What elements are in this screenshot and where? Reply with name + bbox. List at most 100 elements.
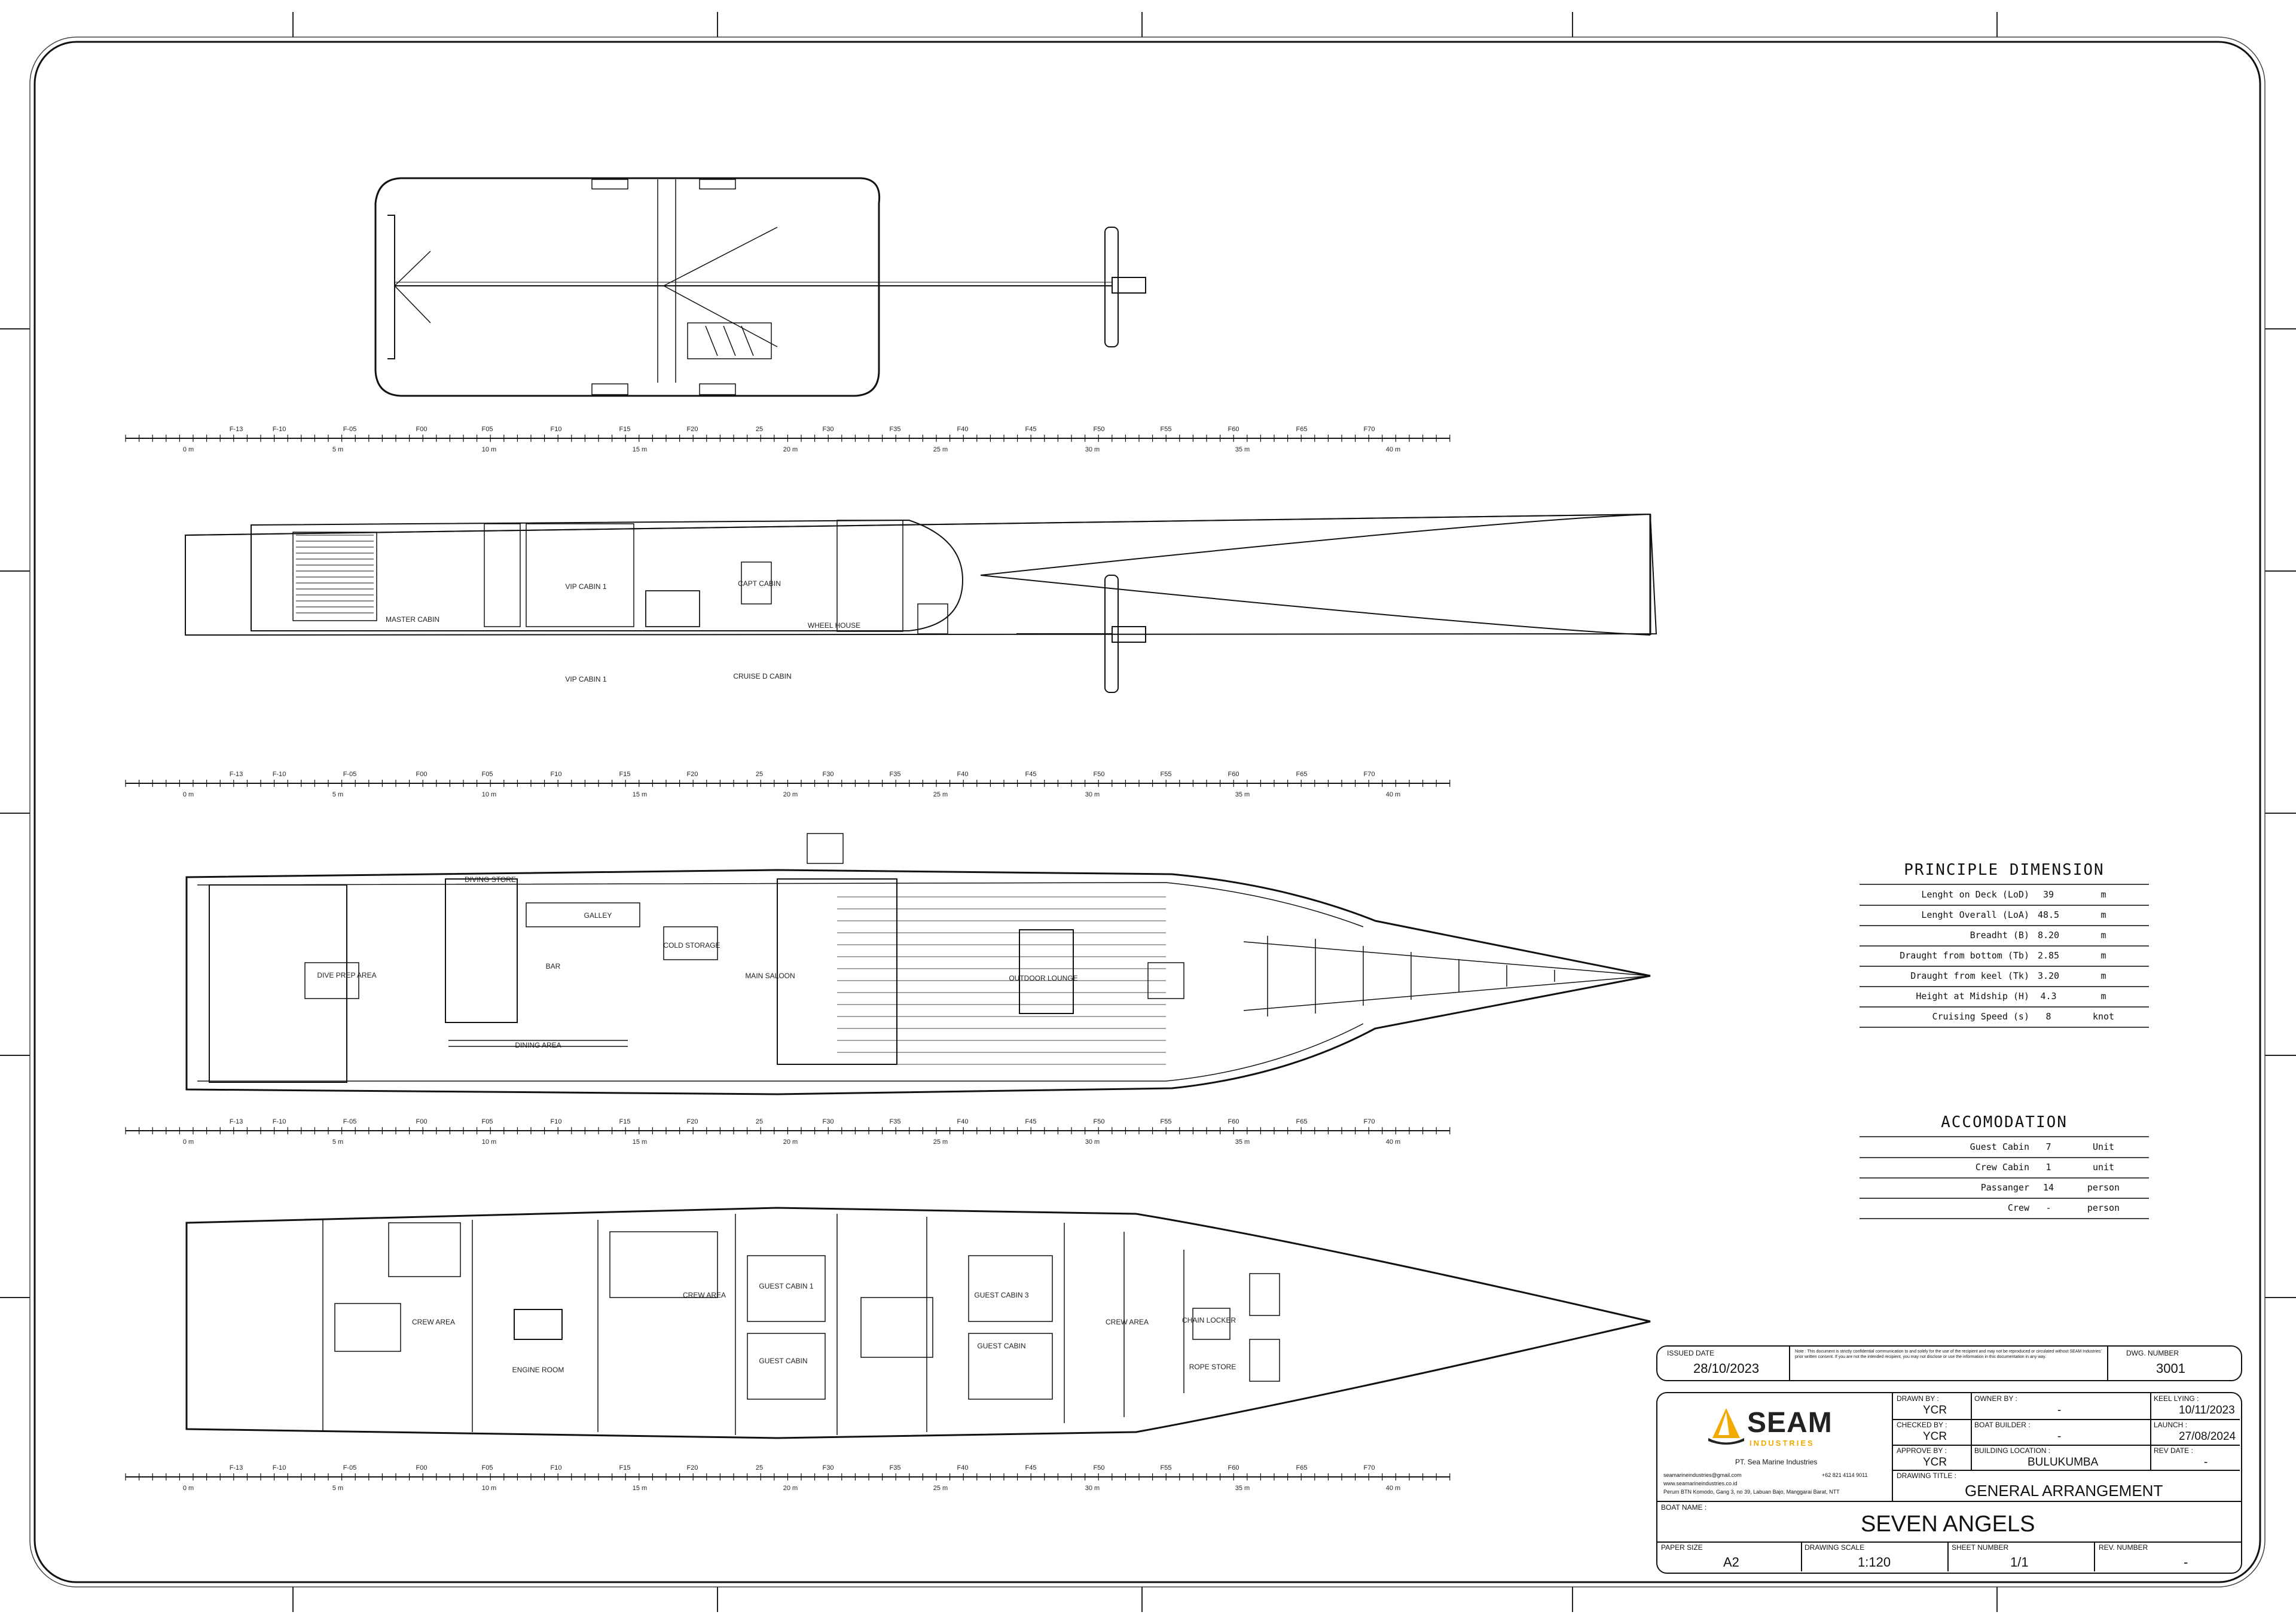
logo-text: SEAM	[1747, 1407, 1833, 1439]
frame-label: F65	[1296, 771, 1308, 778]
frame-label: F50	[1094, 1118, 1105, 1125]
frame-label: F30	[823, 1464, 834, 1472]
meter-label: 25 m	[933, 1138, 948, 1146]
dimension-value: 48.5	[2037, 909, 2060, 920]
room-engine-room: ENGINE ROOM	[512, 1366, 564, 1374]
accomodation-label: Passanger	[1980, 1182, 2029, 1193]
frame-label: F70	[1364, 771, 1375, 778]
launch-value: 27/08/2024	[2179, 1430, 2236, 1443]
frame-label: F15	[619, 771, 631, 778]
dimension-label: Lenght Overall (LoA)	[1921, 909, 2029, 920]
frame-label: F10	[551, 1464, 562, 1472]
drawing-scale-value: 1:120	[1858, 1555, 1891, 1570]
meter-label: 0 m	[183, 791, 194, 798]
accomodation-unit: unit	[2092, 1162, 2115, 1173]
rev-number-label: REV. NUMBER	[2099, 1543, 2148, 1552]
room-rope-store: ROPE STORE	[1189, 1363, 1236, 1371]
building-location-value: BULUKUMBA	[2028, 1456, 2099, 1469]
keel-lying-label: KEEL LYING :	[2154, 1394, 2199, 1403]
frame-label: F20	[687, 1118, 698, 1125]
meter-label: 10 m	[482, 1138, 496, 1146]
accomodation-unit: person	[2087, 1202, 2120, 1213]
frame-label: F-05	[343, 771, 357, 778]
meter-label: 35 m	[1235, 791, 1250, 798]
meter-label: 10 m	[482, 791, 496, 798]
main-title-box: SEAM INDUSTRIES PT. Sea Marine Industrie…	[1656, 1392, 2242, 1574]
room-outdoor-lounge: OUTDOOR LOUNGE	[1009, 974, 1077, 982]
meter-label: 5 m	[332, 1485, 343, 1492]
principle-dimension-title: PRINCIPLE DIMENSION	[1904, 861, 2105, 879]
keel-lying-value: 10/11/2023	[2179, 1404, 2235, 1417]
dimension-value: 8	[2045, 1011, 2051, 1022]
company-address: Perum BTN Komodo, Gang 3, no 39, Labuan …	[1663, 1489, 1840, 1495]
meter-label: 30 m	[1085, 1138, 1100, 1146]
room-crew-area-fwd: CREW AREA	[1106, 1318, 1149, 1326]
frame-label: F45	[1025, 771, 1037, 778]
logo-subtext: INDUSTRIES	[1750, 1439, 1815, 1448]
room-crew-area-aft: CREW AREA	[412, 1318, 455, 1326]
meter-label: 15 m	[633, 791, 647, 798]
dimension-value: 3.20	[2037, 970, 2060, 981]
drawn-by-label: DRAWN BY :	[1897, 1394, 1939, 1403]
dimension-label: Lenght on Deck (LoD)	[1921, 889, 2029, 900]
dimension-label: Draught from keel (Tk)	[1910, 970, 2029, 981]
accomodation-label: Guest Cabin	[1970, 1141, 2029, 1152]
frame-label: F30	[823, 771, 834, 778]
frame-label: F15	[619, 1118, 631, 1125]
room-guest-cabin-3: GUEST CABIN 3	[974, 1291, 1028, 1299]
meter-label: 15 m	[633, 1138, 647, 1146]
frame-label: F50	[1094, 771, 1105, 778]
dimension-row: Lenght Overall (LoA) 48.5 m	[1860, 905, 2149, 926]
meter-label: 5 m	[332, 446, 343, 453]
meter-label: 25 m	[933, 791, 948, 798]
accomodation-row: Crew-person	[1860, 1198, 2149, 1219]
boat-name-value: SEVEN ANGELS	[1861, 1512, 2035, 1537]
drawing-title-value: GENERAL ARRANGEMENT	[1965, 1482, 2163, 1500]
frame-label: F45	[1025, 1118, 1037, 1125]
frame-label: F-10	[273, 426, 286, 433]
room-vip-cabin-2: VIP CABIN 1	[565, 675, 606, 683]
frame-label: F35	[890, 426, 901, 433]
dimension-label: Height at Midship (H)	[1916, 991, 2029, 1002]
room-main-saloon: MAIN SALOON	[745, 972, 795, 980]
room-guest-cabin-1: GUEST CABIN 1	[759, 1282, 813, 1290]
dimension-unit: knot	[2092, 1011, 2115, 1022]
frame-label: F00	[416, 426, 428, 433]
sheet-number-label: SHEET NUMBER	[1952, 1543, 2009, 1552]
room-dining-area: DINING AREA	[515, 1041, 561, 1049]
meter-label: 35 m	[1235, 446, 1250, 453]
frame-label: F-13	[230, 1118, 243, 1125]
dimension-value: 2.85	[2037, 950, 2060, 961]
meter-label: 0 m	[183, 446, 194, 453]
rev-date-label: REV DATE :	[2154, 1446, 2193, 1455]
dimension-unit: m	[2100, 970, 2106, 981]
upper-deck-plan	[185, 513, 1657, 693]
frame-label: F70	[1364, 1118, 1375, 1125]
dimension-unit: m	[2100, 950, 2106, 961]
frame-label: F70	[1364, 1464, 1375, 1472]
frame-label: 25	[756, 426, 763, 433]
frame-label: F60	[1228, 1118, 1239, 1125]
frame-label: F40	[957, 771, 969, 778]
meter-label: 40 m	[1386, 791, 1400, 798]
meter-label: 5 m	[332, 1138, 343, 1146]
accomodation-value: 1	[2045, 1162, 2051, 1173]
room-crew-area-mid: CREW AREA	[683, 1291, 726, 1299]
dimension-unit: m	[2100, 909, 2106, 920]
frame-label: F15	[619, 1464, 631, 1472]
meter-label: 35 m	[1235, 1138, 1250, 1146]
frame-label: F10	[551, 426, 562, 433]
frame-label: F65	[1296, 1118, 1308, 1125]
frame-label: F30	[823, 426, 834, 433]
meter-label: 40 m	[1386, 1485, 1400, 1492]
meter-label: 15 m	[633, 1485, 647, 1492]
dimension-value: 39	[2042, 889, 2054, 900]
roof-plan	[374, 177, 1146, 397]
frame-label: F60	[1228, 426, 1239, 433]
dimension-label: Breadht (B)	[1970, 930, 2029, 941]
meter-label: 10 m	[482, 1485, 496, 1492]
